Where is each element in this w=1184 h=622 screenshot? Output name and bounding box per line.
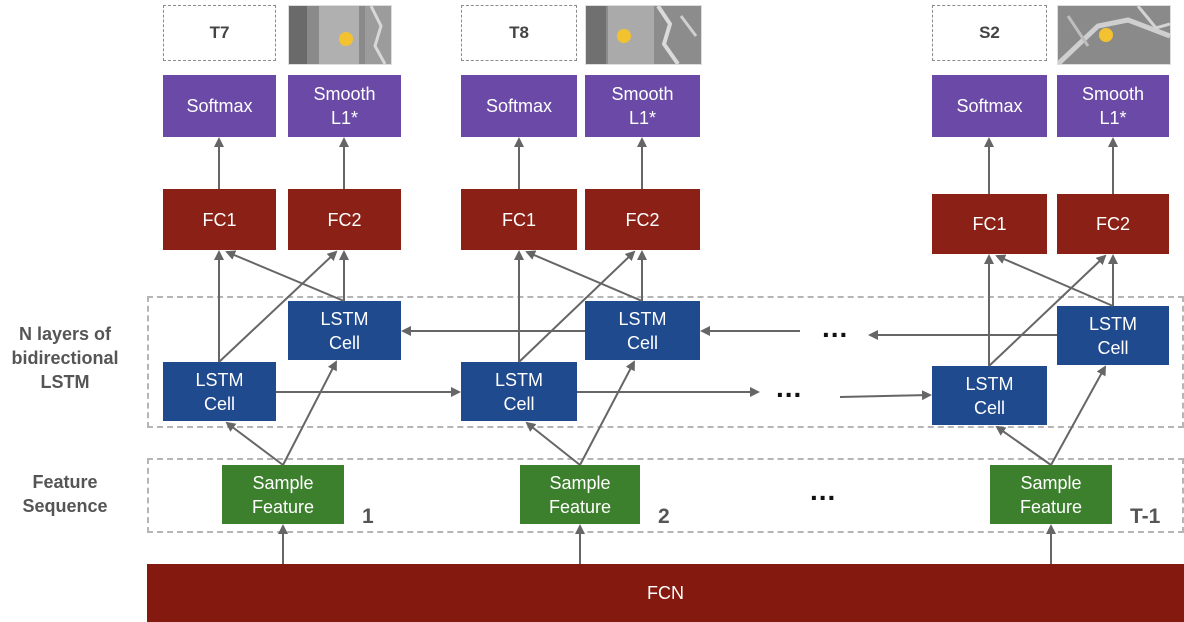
vertebra-label-box: T7 [163, 5, 276, 61]
arrow [995, 254, 1114, 307]
arrow [225, 250, 345, 302]
smooth-l1-head: Smooth L1* [585, 75, 700, 137]
lstm-layers-label: N layers of bidirectional LSTM [11, 324, 119, 392]
arrow [839, 390, 932, 401]
lstm-cell-forward: LSTM Cell [461, 362, 577, 421]
fc2-layer: FC2 [1057, 194, 1169, 254]
arrow [1050, 365, 1106, 466]
arrow [525, 250, 643, 302]
sample-feature: Sample Feature [520, 465, 640, 524]
ct-thumbnail [1057, 5, 1171, 65]
arrow [518, 250, 636, 363]
arrow [282, 360, 337, 466]
arrow [525, 421, 581, 466]
fc2-layer: FC2 [288, 189, 401, 250]
arrow [988, 254, 1107, 367]
vertebra-label-box: S2 [932, 5, 1047, 61]
vertebra-marker [339, 32, 353, 46]
lstm-cell-backward: LSTM Cell [1057, 306, 1169, 365]
ellipsis-features: ... [810, 475, 837, 506]
smooth-l1-head: Smooth L1* [288, 75, 401, 137]
ct-thumbnail [288, 5, 392, 65]
vertebra-marker [1099, 28, 1113, 42]
fc1-layer: FC1 [932, 194, 1047, 254]
lstm-cell-backward: LSTM Cell [585, 301, 700, 360]
fcn-backbone: FCN [147, 564, 1184, 622]
softmax-head: Softmax [163, 75, 276, 137]
arrow [225, 421, 284, 466]
ellipsis-forward: ... [776, 372, 803, 403]
arrow [579, 360, 635, 466]
lstm-region [147, 296, 1184, 428]
smooth-l1-head: Smooth L1* [1057, 75, 1169, 137]
lstm-cell-forward: LSTM Cell [932, 366, 1047, 425]
vertebra-label-box: T8 [461, 5, 577, 61]
fc2-layer: FC2 [585, 189, 700, 250]
vertebra-marker [617, 29, 631, 43]
fc1-layer: FC1 [461, 189, 577, 250]
lstm-cell-backward: LSTM Cell [288, 301, 401, 360]
feature-sequence-label: Feature Sequence [22, 472, 108, 516]
fc1-layer: FC1 [163, 189, 276, 250]
sample-feature: Sample Feature [222, 465, 344, 524]
arrow [995, 425, 1052, 466]
softmax-head: Softmax [932, 75, 1047, 137]
ct-thumbnail [585, 5, 702, 65]
feature-sequence-region [147, 458, 1184, 533]
lstm-cell-forward: LSTM Cell [163, 362, 276, 421]
sample-feature: Sample Feature [990, 465, 1112, 524]
sequence-index: 2 [658, 505, 670, 528]
softmax-head: Softmax [461, 75, 577, 137]
arrow [218, 250, 338, 363]
sequence-index: 1 [362, 505, 374, 528]
sequence-index: T-1 [1130, 505, 1161, 528]
ellipsis-backward: ... [822, 312, 849, 343]
